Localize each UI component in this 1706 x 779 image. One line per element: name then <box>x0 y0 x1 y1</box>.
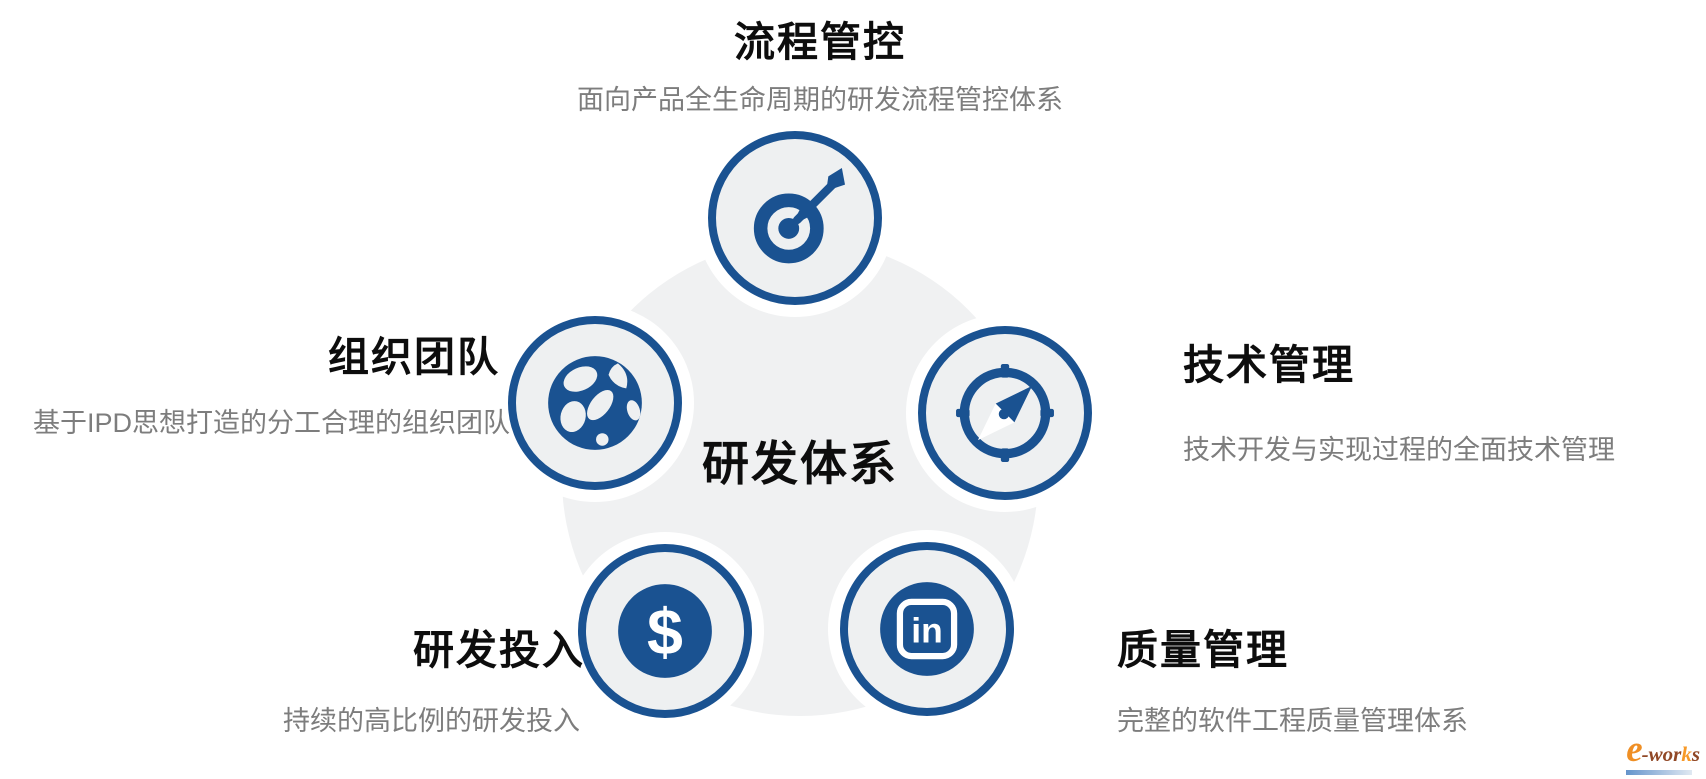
svg-text:in: in <box>911 611 942 651</box>
eworks-logo-wor: -wor <box>1641 742 1682 766</box>
node-quality-management: in <box>840 542 1014 716</box>
node-title-team: 组织团队 <box>328 334 500 380</box>
globe-icon <box>548 356 642 450</box>
center-title: 研发体系 <box>702 437 898 490</box>
target-icon <box>753 168 845 264</box>
compass-icon <box>956 364 1054 462</box>
node-technology-management <box>918 326 1092 500</box>
node-desc-team: 基于IPD思想打造的分工合理的组织团队 <box>32 408 510 438</box>
node-desc-tech: 技术开发与实现过程的全面技术管理 <box>1183 435 1615 465</box>
eworks-underline-bar <box>1626 770 1692 775</box>
node-desc-invest: 持续的高比例的研发投入 <box>283 706 580 736</box>
node-process-control <box>708 131 882 305</box>
node-title-process: 流程管控 <box>734 19 906 65</box>
svg-text:$: $ <box>647 596 683 668</box>
node-title-quality: 质量管理 <box>1117 627 1289 673</box>
node-title-invest: 研发投入 <box>413 627 585 673</box>
node-desc-quality: 完整的软件工程质量管理体系 <box>1117 706 1468 736</box>
node-title-tech: 技术管理 <box>1183 342 1355 388</box>
linkedin-icon: in <box>880 582 974 676</box>
node-rd-investment: $ <box>578 544 752 718</box>
node-desc-process: 面向产品全生命周期的研发流程管控体系 <box>577 85 1063 115</box>
node-organization-team <box>508 316 682 490</box>
eworks-logo-e: e <box>1626 729 1643 770</box>
dollar-icon: $ <box>618 584 712 678</box>
eworks-logo-s: s <box>1691 742 1700 766</box>
eworks-logo-k: k <box>1681 742 1692 766</box>
